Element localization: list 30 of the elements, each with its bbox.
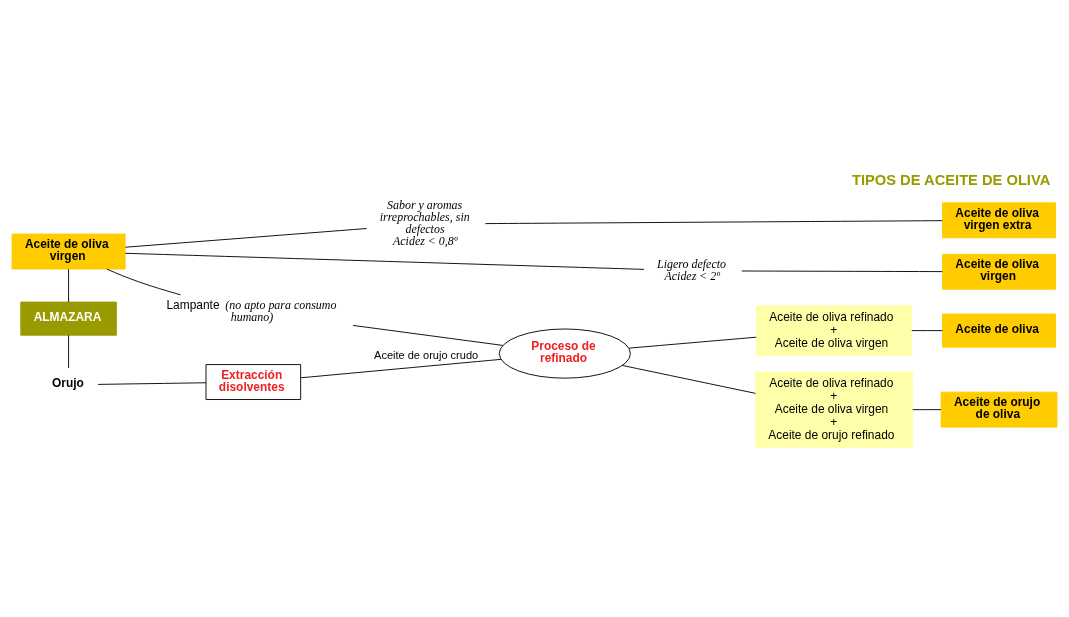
node-text: Lampante (no apto para consumo humano) — [166, 297, 337, 324]
node-text: Orujo — [52, 375, 84, 390]
connector — [911, 329, 943, 331]
node-ellipse: Proceso de refinado — [498, 328, 631, 379]
node-text: Sabor y aromas irreprochables, sin defectos Acidez < 0,8º — [379, 197, 470, 248]
connector — [125, 227, 368, 248]
node-box: Aceite de oliva virgen — [942, 253, 1056, 290]
connector — [485, 219, 943, 224]
node-box: Aceite de oliva refinado + Aceite de oliva virgen + Aceite de orujo refinado — [755, 371, 914, 448]
node-box: Extracción disolventes — [205, 363, 302, 400]
connector — [124, 252, 645, 270]
diagram-title: TIPOS DE ACEITE DE OLIVA — [851, 171, 1051, 188]
connector — [106, 268, 181, 295]
edge-label: Aceite de orujo crudo — [374, 348, 479, 361]
connector — [68, 268, 70, 302]
connector — [628, 336, 757, 349]
connector — [300, 358, 502, 378]
node-box: Aceite de oliva virgen extra — [942, 201, 1056, 238]
connector — [912, 408, 942, 410]
connector — [622, 364, 756, 394]
connector — [97, 381, 207, 385]
node-box: Aceite de oliva virgen — [11, 233, 126, 269]
connector — [352, 324, 504, 346]
node-box: ALMAZARA — [20, 301, 117, 336]
node-box: Aceite de oliva — [942, 313, 1056, 348]
node-text: Ligero defecto Acidez < 2º — [657, 256, 726, 282]
node-box: Aceite de orujo de oliva — [940, 391, 1058, 428]
node-box: Aceite de oliva refinado + Aceite de oliva virgen — [755, 304, 913, 356]
connector — [741, 270, 943, 272]
connector — [68, 334, 70, 368]
